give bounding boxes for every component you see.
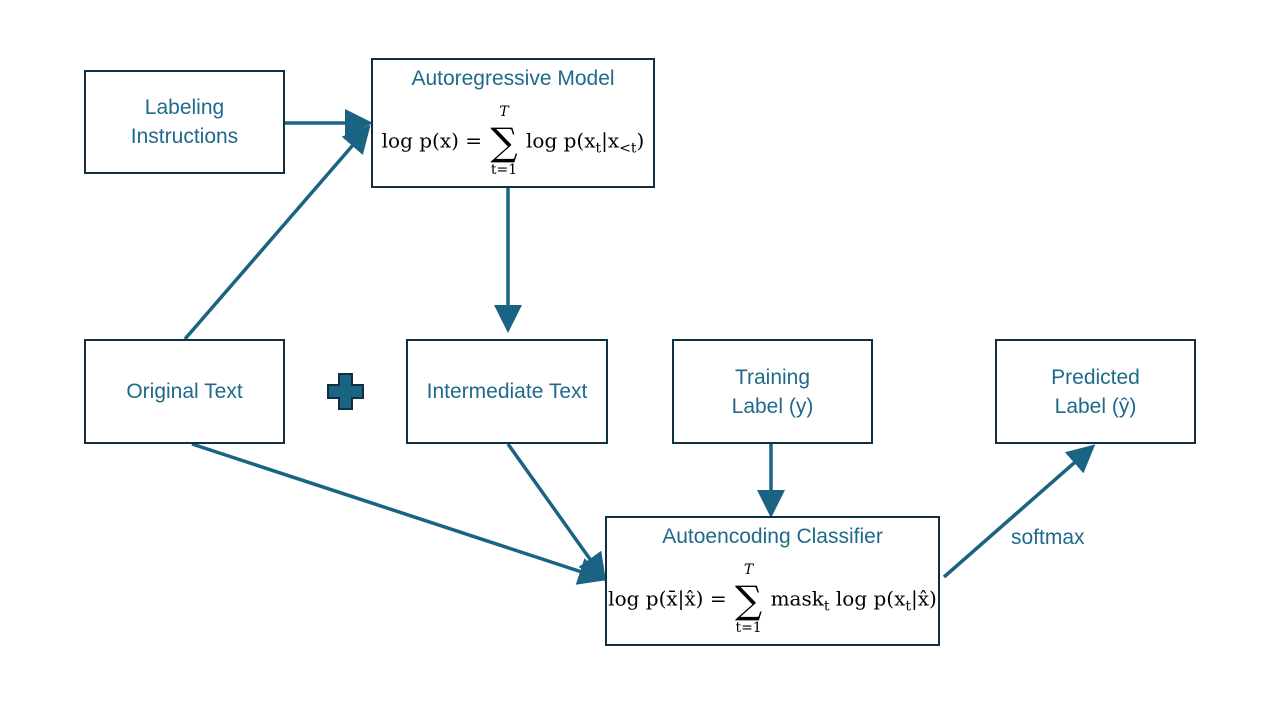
- plus-icon: [327, 373, 364, 410]
- arrow-intermediate-to-classifier: [506, 442, 607, 582]
- ae-eq-rhs: log p(x: [835, 586, 906, 611]
- ae-eq-sum-upper: T: [743, 562, 754, 578]
- intermediate-text-box: Intermediate Text: [406, 339, 608, 444]
- ar-eq-rhs-mid: |x: [601, 128, 620, 153]
- ar-eq-sum-lower: t=1: [490, 162, 518, 178]
- predicted-label-line2: Label (ŷ): [1054, 394, 1137, 418]
- arrow-classifier-to-predicted: [942, 444, 1096, 579]
- ar-eq-rhs-end: ): [636, 128, 645, 153]
- arrow-original-to-model: [183, 124, 371, 341]
- ar-eq-rhs: log p(x: [526, 128, 596, 153]
- autoregressive-model-title: Autoregressive Model: [411, 67, 615, 90]
- ae-eq-sum: T∑t=1: [731, 562, 767, 636]
- ae-eq-mask-sub: t: [823, 598, 830, 615]
- ae-eq-lhs: log p(x̄|x̂) =: [608, 586, 727, 611]
- labeling-instructions-line2: Instructions: [130, 125, 239, 148]
- ae-eq-mask: mask: [770, 586, 824, 611]
- original-text-label: Original Text: [126, 380, 243, 403]
- ar-eq-sum-upper: T: [499, 104, 509, 120]
- predicted-label-box: Predicted Label (ŷ): [995, 339, 1196, 444]
- ar-eq-lhs: log p(x) =: [381, 128, 483, 153]
- training-label-line2: Label (y): [731, 394, 814, 418]
- labeling-instructions-line1: Labeling: [144, 96, 225, 119]
- softmax-label: softmax: [1011, 526, 1085, 549]
- ar-eq-sum: T∑t=1: [486, 104, 522, 178]
- ae-eq-rhs-end: |x̂): [911, 586, 937, 611]
- ar-eq-rhs-sub2: <t: [619, 140, 637, 157]
- ar-eq-rhs-sub: t: [595, 140, 602, 157]
- autoencoding-classifier-box: Autoencoding Classifier log p(x̄|x̂) =T∑…: [605, 516, 940, 646]
- training-label-box: Training Label (y): [672, 339, 873, 444]
- predicted-label-line1: Predicted: [1051, 365, 1140, 389]
- original-text-box: Original Text: [84, 339, 285, 444]
- intermediate-text-label: Intermediate Text: [426, 380, 588, 403]
- training-label-line1: Training: [734, 365, 811, 389]
- arrow-original-to-classifier: [191, 442, 607, 585]
- labeling-instructions-box: Labeling Instructions: [84, 70, 285, 174]
- ae-eq-sum-lower: t=1: [735, 620, 762, 636]
- ae-eq-rhs-sub: t: [905, 598, 911, 615]
- autoencoding-classifier-title: Autoencoding Classifier: [662, 525, 883, 548]
